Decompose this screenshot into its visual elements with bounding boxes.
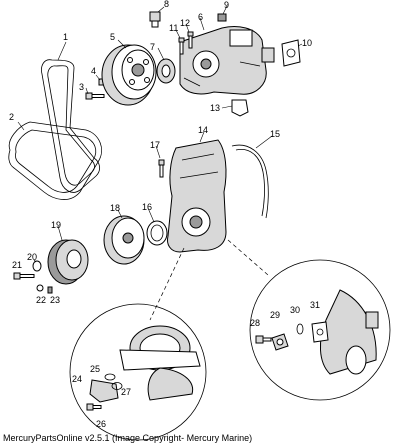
- callout-1: 1: [63, 32, 68, 42]
- o-ring-27: [111, 382, 123, 390]
- callout-9: 9: [224, 0, 229, 10]
- washer-22: [36, 284, 44, 292]
- callout-5: 5: [110, 32, 115, 42]
- drive-belt-2: [8, 121, 102, 200]
- callout-15: 15: [270, 129, 280, 139]
- gasket-10: [281, 39, 301, 67]
- detail-circle-sensor: [249, 259, 391, 401]
- callout-24: 24: [72, 374, 82, 384]
- callout-27: 27: [121, 387, 131, 397]
- callout-10: 10: [302, 38, 312, 48]
- o-ring-30: [296, 323, 304, 335]
- washer-20: [32, 260, 42, 272]
- callout-21: 21: [12, 260, 22, 270]
- callout-29: 29: [270, 310, 280, 320]
- bolt-17: [158, 159, 165, 178]
- callout-7: 7: [150, 42, 155, 52]
- callout-4: 4: [91, 66, 96, 76]
- sensor-29: [271, 333, 289, 351]
- water-pump-pulley-5: [101, 44, 157, 106]
- crank-pulley-18: [103, 215, 145, 265]
- o-ring-25: [104, 373, 116, 381]
- water-pump-6: [179, 26, 275, 95]
- callout-8: 8: [164, 0, 169, 9]
- callout-26: 26: [96, 419, 106, 429]
- pump-hub-7: [156, 58, 176, 84]
- clip-13: [231, 99, 249, 117]
- bolt-26: [86, 403, 102, 411]
- callout-31: 31: [310, 300, 320, 310]
- callout-23: 23: [50, 295, 60, 305]
- callout-22: 22: [36, 295, 46, 305]
- callout-6: 6: [198, 12, 203, 22]
- callout-12: 12: [180, 18, 190, 28]
- callout-30: 30: [290, 305, 300, 315]
- copyright-caption: MercuryPartsOnline v2.5.1 (Image Copyrig…: [3, 433, 253, 443]
- seal-16: [146, 220, 168, 246]
- bolt-3: [85, 92, 105, 100]
- serpentine-belt-1: [41, 59, 100, 193]
- detail-circle-seal-housing: [69, 303, 207, 441]
- key-23: [47, 286, 53, 294]
- bolt-28: [255, 335, 272, 344]
- bolt-21: [13, 272, 35, 280]
- gasket-31: [311, 321, 329, 343]
- callout-3: 3: [79, 82, 84, 92]
- callout-11: 11: [169, 23, 178, 33]
- callout-2: 2: [9, 112, 14, 122]
- bracket-24: [89, 379, 119, 403]
- callout-14: 14: [198, 125, 208, 135]
- callout-20: 20: [27, 252, 37, 262]
- plug-9: [217, 13, 227, 22]
- leader-lines: [17, 5, 303, 263]
- harmonic-balancer-19: [47, 239, 89, 285]
- callout-28: 28: [250, 318, 260, 328]
- stud-11: [178, 37, 185, 55]
- timing-cover-14: [167, 139, 227, 253]
- callout-18: 18: [110, 203, 120, 213]
- stud-12: [187, 31, 194, 49]
- cover-gasket-15: [231, 144, 269, 219]
- fitting-8: [149, 11, 161, 28]
- callout-13: 13: [210, 103, 220, 113]
- callout-19: 19: [51, 220, 61, 230]
- callout-17: 17: [150, 140, 160, 150]
- callout-16: 16: [142, 202, 152, 212]
- callout-25: 25: [90, 364, 100, 374]
